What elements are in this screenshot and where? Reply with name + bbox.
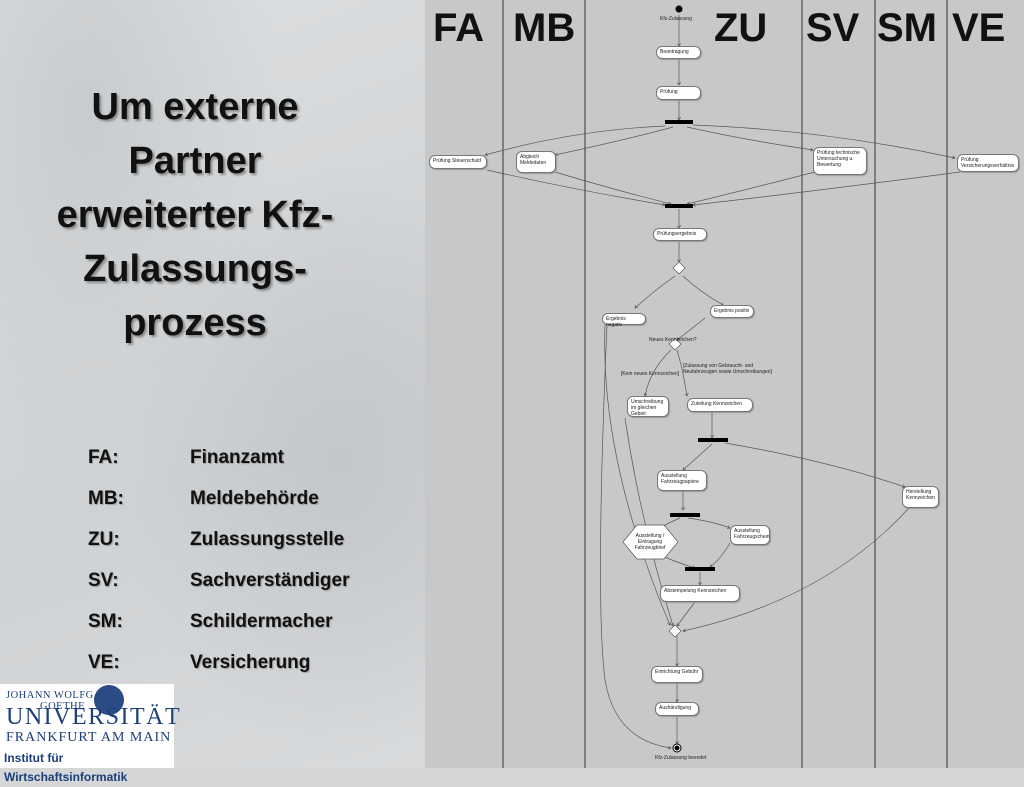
title-line: Um externe — [91, 86, 299, 128]
start-label: Kfz-Zulassung — [660, 16, 692, 22]
node-zuteilung: Zuteilung Kennzeichen — [687, 398, 753, 412]
legend-abbr: FA: — [88, 447, 119, 468]
lane-header-ve: VE — [952, 6, 1006, 50]
legend-abbr: VE: — [88, 652, 120, 673]
slide-left-panel: Um externe Partner erweiterter Kfz- Zula… — [0, 0, 425, 784]
diagram-lines — [425, 0, 961, 768]
legend-abbr: SM: — [88, 611, 123, 632]
node-pruefung: Prüfung — [656, 86, 701, 100]
end-node-core — [674, 745, 680, 751]
legend-abbr: SV: — [88, 570, 119, 591]
node-abstempelung: Abstempelung Kennzeichen — [660, 585, 740, 602]
title-line: erweiterter Kfz- — [56, 194, 334, 236]
node-ausstellung-papiere: Ausstellung Fahrzeugpapiere — [657, 470, 707, 491]
node-pruefung-steuerschuld: Prüfung Steuerschuld — [429, 155, 487, 169]
node-pruefungsergebnis: Prüfungsergebnis — [653, 228, 707, 241]
activity-diagram: FA MB ZU SV SM VE Kfz-Zulassung Beantrag… — [425, 0, 1024, 768]
title-line: prozess — [123, 302, 267, 344]
node-pruefung-versicherung: Prüfung Versicherungsverhältnis — [957, 154, 1019, 172]
node-beantragung: Beantragung — [656, 46, 701, 59]
legend-row: SV: Sachverständiger — [88, 570, 349, 611]
lane-header-zu: ZU — [714, 6, 768, 50]
legend-full: Schildermacher — [190, 611, 333, 632]
node-abgleich: Abgleich Meldedaten — [516, 151, 556, 173]
node-pruefung-technisch: Prüfung technische Untersuchung u. Bewer… — [813, 147, 867, 175]
node-aushaendigung: Aushändigung — [655, 702, 699, 716]
node-umschreibung: Umschreibung im gleichen Gebiet — [627, 396, 669, 417]
decision-label: Neues Kennzeichen? — [649, 337, 697, 343]
legend-row: SM: Schildermacher — [88, 611, 349, 652]
title-line: Partner — [128, 140, 262, 182]
logo-city: FRANKFURT AM MAIN — [6, 730, 172, 745]
university-logo: JOHANN WOLFGANG GOETHE UNIVERSITÄT FRANK… — [0, 684, 180, 784]
node-herstellung: Herstellung Kennzeichen — [902, 486, 939, 508]
node-entrichtung: Entrichtung Gebühr — [651, 666, 703, 683]
legend-full: Meldebehörde — [190, 488, 319, 509]
join-bar — [685, 567, 715, 571]
legend-full: Finanzamt — [190, 447, 284, 468]
logo-university: UNIVERSITÄT — [6, 704, 182, 730]
title-line: Zulassungs- — [83, 248, 307, 290]
lane-header-sv: SV — [806, 6, 860, 50]
guard-zulassung: [Zulassung von Gebraucht- und Neufahrzeu… — [683, 363, 772, 375]
slide-title: Um externe Partner erweiterter Kfz- Zula… — [10, 80, 380, 350]
node-ausstellung-schein: Ausstellung Fahrzeugschein — [730, 525, 770, 545]
merge-diamond — [668, 624, 682, 638]
guard-kein-kennzeichen: [Kein neues Kennzeichen] — [621, 371, 680, 377]
start-node — [675, 5, 683, 13]
join-bar — [665, 204, 693, 208]
node-ergebnis-positiv: Ergebnis positiv — [710, 305, 754, 318]
fork-bar — [665, 120, 693, 124]
logo-line-name: JOHANN WOLFGANG GOETHE — [6, 690, 174, 712]
node-ausstellung-brief: Ausstellung / Eintragung Fahrzeugbrief — [634, 533, 666, 551]
legend-full: Sachverständiger — [190, 570, 350, 591]
node-ergebnis-negativ: Ergebnis negativ — [602, 313, 646, 328]
decision-diamond — [668, 337, 682, 351]
legend-full: Versicherung — [190, 652, 311, 673]
logo-institute: Institut für Wirtschaftsinformatik — [0, 749, 174, 784]
lane-legend: FA: Finanzamt MB: Meldebehörde ZU: Zulas… — [88, 447, 349, 693]
goethe-portrait-icon — [94, 685, 124, 715]
decision-diamond — [672, 261, 686, 275]
end-label: Kfz-Zulassung beendet — [655, 755, 707, 761]
lane-header-sm: SM — [877, 6, 937, 50]
process-hexagon — [622, 524, 679, 560]
logo-text-goethe: GOETHE — [40, 701, 85, 712]
legend-row: VE: Versicherung — [88, 652, 349, 693]
legend-row: ZU: Zulassungsstelle — [88, 529, 349, 570]
legend-abbr: ZU: — [88, 529, 120, 550]
fork-bar — [698, 438, 728, 442]
lane-header-fa: FA — [433, 6, 485, 50]
legend-full: Zulassungsstelle — [190, 529, 345, 550]
lane-header-mb: MB — [513, 6, 576, 50]
fork-bar — [670, 513, 700, 517]
legend-row: FA: Finanzamt — [88, 447, 349, 488]
logo-text-first: JOHANN WOLFGANG — [6, 690, 119, 701]
legend-abbr: MB: — [88, 488, 124, 509]
legend-row: MB: Meldebehörde — [88, 488, 349, 529]
